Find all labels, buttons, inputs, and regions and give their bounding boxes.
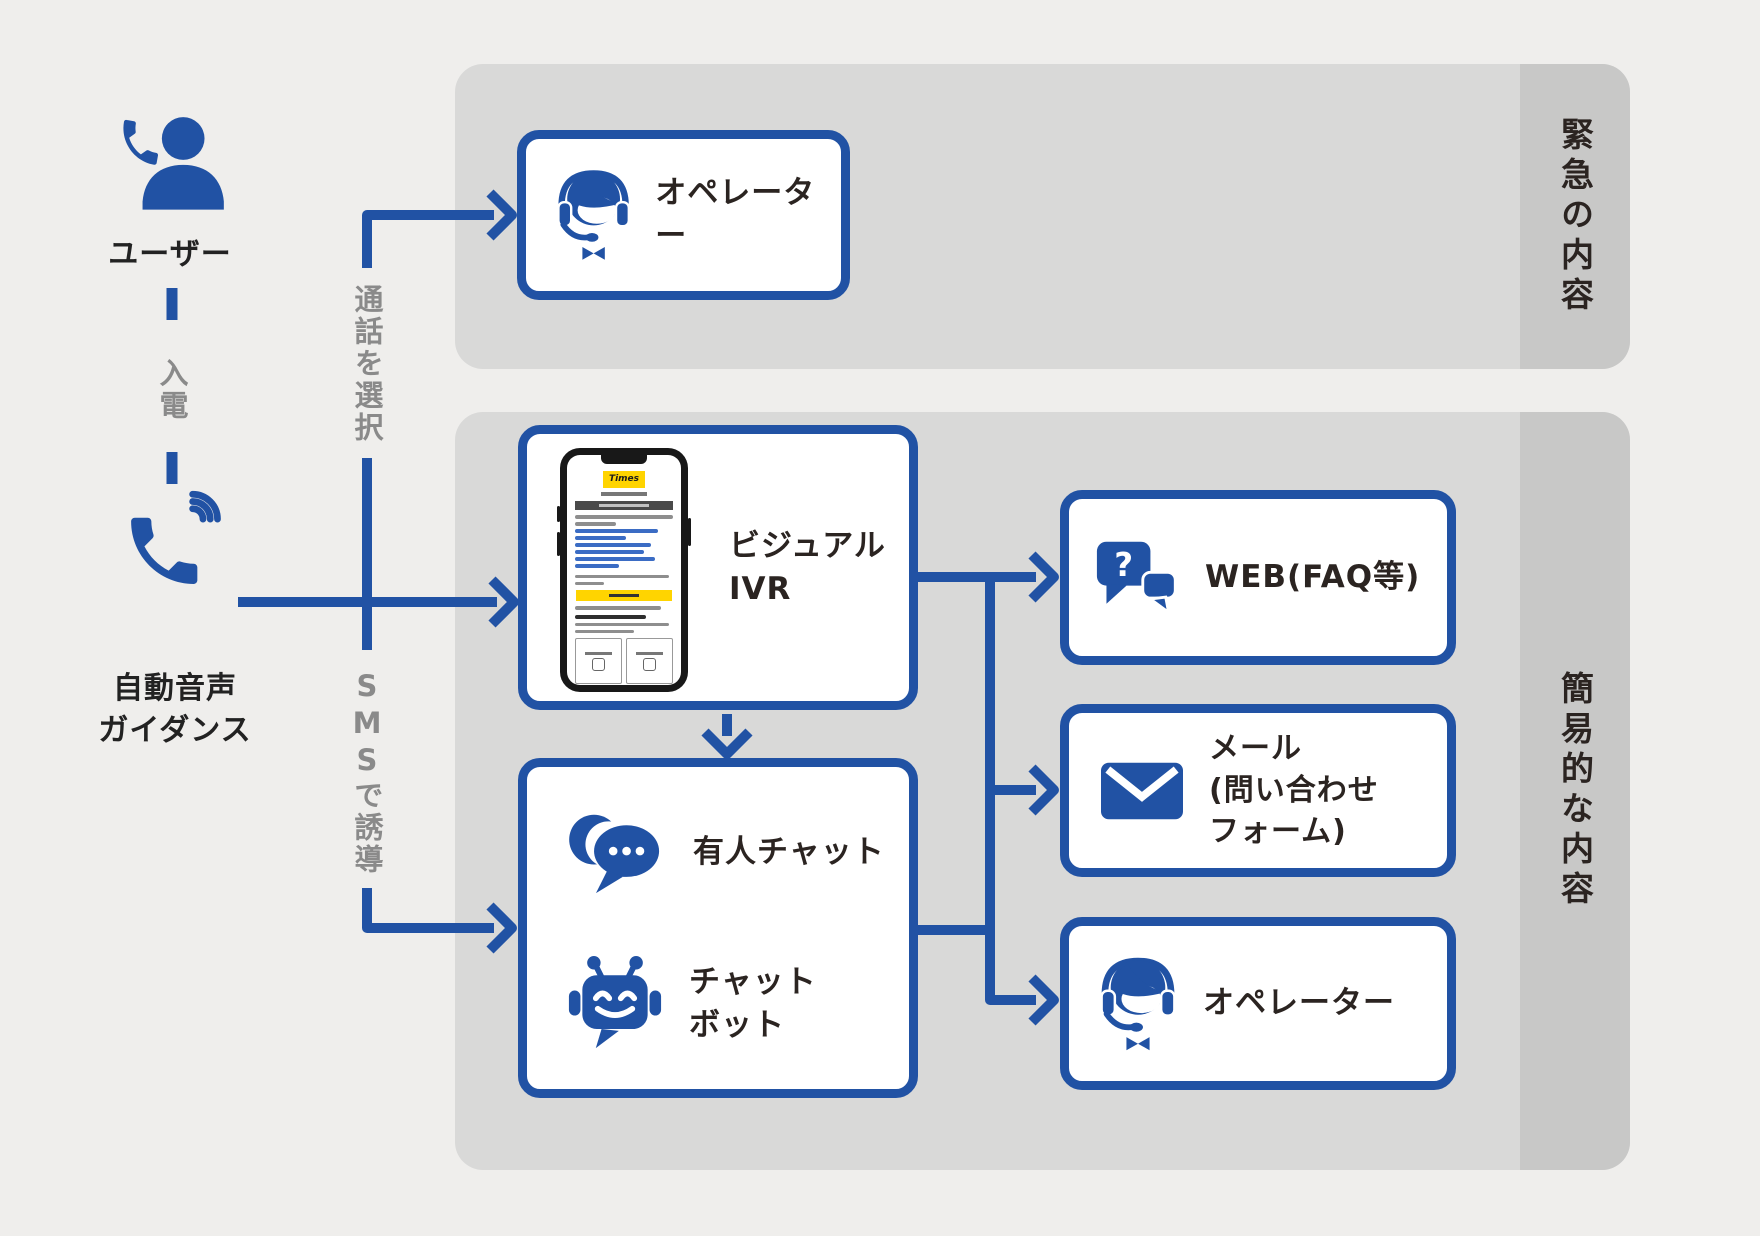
guidance-label-line1: 自動音声: [113, 671, 237, 706]
chatbot-label-line2: ボット: [689, 1006, 785, 1043]
robot-icon: [568, 955, 662, 1048]
question-bubbles-icon: ?: [1096, 541, 1177, 616]
arrowhead-to-ivr: [488, 576, 519, 628]
phone-text-bar: [575, 515, 673, 519]
arrowhead-to-operator-top: [486, 189, 517, 241]
phone-menu-grid: [575, 638, 673, 684]
visual-ivr-label: ビジュアル IVR: [729, 525, 886, 611]
incoming-call-label: 入電: [155, 358, 189, 422]
section-label-simple: 簡易的な内容: [1555, 671, 1595, 911]
arrowhead-ivr-to-chat: [701, 728, 753, 759]
node-mail: メール (問い合わせ フォーム): [1060, 704, 1456, 877]
mail-label: メール (問い合わせ フォーム): [1209, 728, 1379, 852]
user-phone-icon: [123, 117, 224, 210]
phone-link-bar: [575, 543, 652, 547]
call-select-label: 通話を選択: [350, 284, 384, 444]
phone-side-button: [557, 532, 560, 556]
phone-heading-bar: [575, 614, 646, 619]
guidance-label-line2: ガイダンス: [98, 713, 252, 748]
section-label-urgent: 緊急の内容: [1555, 116, 1595, 317]
phone-link-bar: [575, 564, 620, 568]
phone-text-bar: [575, 629, 634, 633]
arrowhead-to-operator-bottom: [1028, 974, 1059, 1026]
question-mark-glyph: ?: [1114, 546, 1133, 584]
phone-text-bar: [575, 522, 617, 526]
phone-link-bar: [575, 550, 644, 554]
node-operator-top: オペレーター: [517, 130, 850, 300]
arrowhead-to-web: [1028, 551, 1059, 603]
mail-label-line3: フォーム): [1209, 814, 1347, 850]
line-call-route-top: [362, 210, 494, 268]
user-label: ユーザー: [108, 237, 232, 272]
panel-simple-strip: 簡易的な内容: [1520, 412, 1630, 1170]
phone-side-button: [557, 506, 560, 522]
chatbot-label: チャット ボット: [689, 961, 817, 1047]
phone-notch: [601, 455, 647, 464]
manned-chat-row: 有人チャット: [527, 787, 909, 919]
operator-bottom-label: オペレーター: [1203, 985, 1395, 1022]
phone-link-bar: [575, 557, 656, 561]
phone-text-bar: [575, 606, 662, 610]
panel-urgent-strip: 緊急の内容: [1520, 64, 1630, 369]
node-web-faq: ? WEB(FAQ等): [1060, 490, 1456, 665]
phone-yellow-button: [576, 590, 672, 601]
sms-guide-label: SMSで誘導: [350, 668, 384, 876]
smartphone-mockup: Times: [557, 448, 691, 692]
phone-text-bar: [575, 581, 605, 585]
node-chat: 有人チャット チャット ボット: [518, 758, 918, 1098]
phone-link-bar: [575, 529, 659, 533]
visual-ivr-label-line2: IVR: [729, 570, 792, 607]
phone-screen: Times: [567, 455, 681, 685]
envelope-icon: [1101, 762, 1183, 819]
operator-top-label: オペレーター: [655, 175, 816, 254]
phone-link-bar: [575, 536, 626, 540]
node-operator-bottom: オペレーター: [1060, 917, 1456, 1090]
phone-side-button: [688, 518, 691, 546]
manned-chat-label: 有人チャット: [693, 834, 885, 871]
arrowhead-to-mail: [1028, 764, 1059, 816]
phone-brand-logo: Times: [603, 471, 645, 488]
mail-label-line2: (問い合わせ: [1209, 772, 1379, 808]
phone-header-bar: [575, 501, 673, 510]
chatbot-row: チャット ボット: [527, 938, 909, 1070]
guidance-label: 自動音声 ガイダンス: [55, 668, 295, 752]
web-faq-label: WEB(FAQ等): [1205, 559, 1421, 596]
visual-ivr-label-line1: ビジュアル: [729, 527, 886, 564]
phone-text-bar: [575, 622, 670, 626]
line-sms-route-bottom: [362, 888, 494, 933]
phone-page-title-bar: [601, 492, 647, 496]
phone-menu-cell: [575, 638, 622, 684]
mail-label-line1: メール: [1209, 731, 1302, 767]
arrowhead-to-chat: [486, 902, 517, 954]
phone-menu-cell: [626, 638, 673, 684]
operator-headset-icon: [557, 170, 631, 260]
phone-waves-icon: [131, 490, 221, 584]
phone-text-bar: [575, 574, 670, 578]
chatbot-label-line1: チャット: [689, 963, 817, 1000]
chat-bubbles-icon: [569, 814, 660, 893]
operator-headset-icon: [1100, 957, 1176, 1050]
